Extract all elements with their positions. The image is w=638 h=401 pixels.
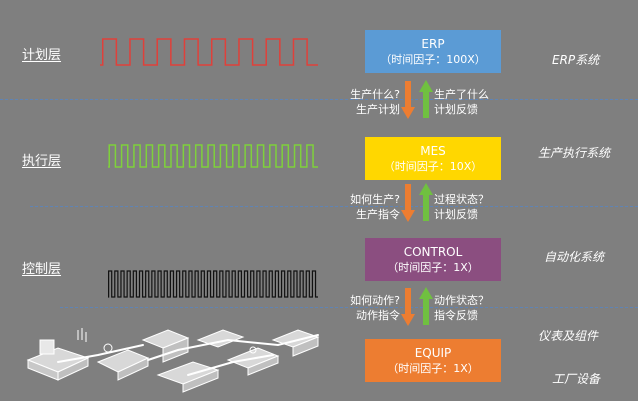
control-box: CONTROL （时间因子：1X）	[365, 238, 501, 281]
square-wave-exec	[108, 144, 318, 168]
wave-path	[108, 270, 318, 298]
layer-label-plan: 计划层	[22, 48, 62, 63]
wave-path	[108, 144, 318, 168]
control-box-name: CONTROL	[403, 244, 463, 259]
flow-down-line: 生产什么?	[350, 88, 400, 101]
layer-label-control: 控制层	[22, 262, 62, 277]
wave-path	[100, 38, 318, 66]
mes-box-name: MES	[420, 143, 446, 158]
flow-down-line: 动作指令	[356, 309, 400, 322]
flow-down-line: 生产指令	[356, 208, 400, 221]
up-arrow-exec-to-plan	[419, 80, 433, 118]
divider-line	[0, 99, 638, 100]
flow-down-line: 生产计划	[356, 103, 400, 116]
flow-down-note-1: 生产什么? 生产计划	[350, 87, 400, 117]
system-label-automation: 自动化系统	[544, 250, 605, 264]
square-wave-control	[108, 270, 318, 298]
down-arrow-exec-to-control	[401, 184, 415, 222]
flow-up-note-3: 动作状态？ 指令反馈	[434, 293, 489, 323]
flow-up-note-1: 生产了什么 计划反馈	[434, 87, 489, 117]
flow-up-line: 计划反馈	[434, 103, 478, 116]
flow-down-line: 如何动作?	[350, 294, 400, 307]
system-label-factory: 工厂设备	[552, 372, 601, 386]
layer-label-exec: 执行层	[22, 154, 62, 169]
system-label-instruments: 仪表及组件	[538, 329, 599, 343]
factory-equipment-icon	[26, 328, 320, 393]
equip-box-factor: （时间因子：1X）	[387, 361, 479, 375]
flow-arrows	[401, 80, 433, 326]
equip-box: EQUIP （时间因子：1X）	[365, 339, 501, 382]
up-arrow-control-to-exec	[419, 183, 433, 221]
square-wave-plan	[100, 38, 318, 66]
mes-box: MES （时间因子：10X）	[365, 137, 501, 180]
divider-line	[30, 206, 638, 207]
down-arrow-plan-to-exec	[401, 81, 415, 119]
flow-up-line: 生产了什么	[434, 88, 489, 101]
flow-down-line: 如何生产?	[350, 193, 400, 206]
flow-down-note-2: 如何生产? 生产指令	[350, 192, 400, 222]
equip-box-name: EQUIP	[414, 345, 452, 360]
flow-up-line: 过程状态？	[434, 193, 489, 206]
flow-down-note-3: 如何动作? 动作指令	[350, 293, 400, 323]
system-label-mes: 生产执行系统	[538, 146, 611, 160]
control-box-factor: （时间因子：1X）	[387, 260, 479, 274]
erp-box-name: ERP	[421, 36, 445, 51]
mes-box-factor: （时间因子：10X）	[383, 159, 483, 173]
flow-up-note-2: 过程状态？ 计划反馈	[434, 192, 489, 222]
erp-box: ERP （时间因子：100X）	[365, 30, 501, 73]
up-arrow-equip-to-control	[419, 287, 433, 325]
erp-box-factor: （时间因子：100X）	[380, 52, 486, 66]
flow-up-line: 动作状态？	[434, 294, 489, 307]
flow-up-line: 计划反馈	[434, 208, 478, 221]
down-arrow-control-to-equip	[401, 288, 415, 326]
divider-line	[60, 307, 638, 308]
system-label-erp: ERP系统	[552, 53, 600, 67]
flow-up-line: 指令反馈	[434, 309, 478, 322]
